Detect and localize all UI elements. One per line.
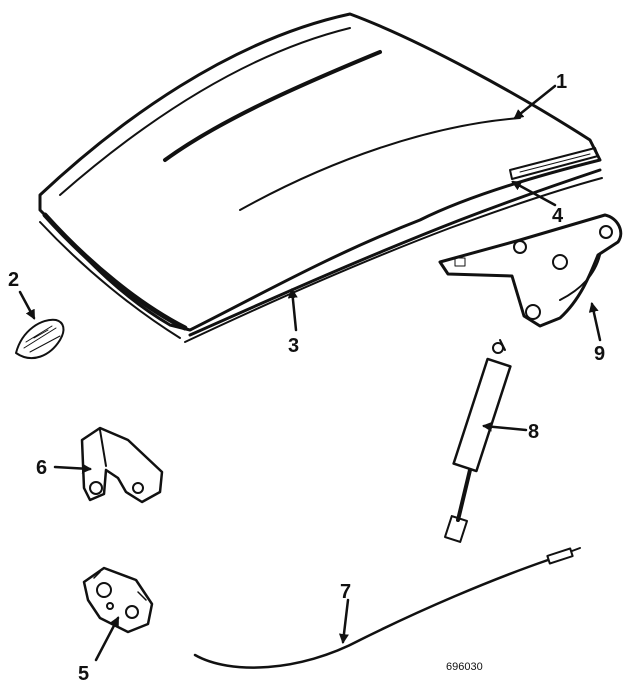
hood-latch-bracket <box>80 426 164 504</box>
hood-seal <box>509 147 599 180</box>
drawing-number: 696030 <box>446 661 483 673</box>
callout-6: 6 <box>36 457 47 479</box>
callout-1: 1 <box>556 71 567 93</box>
callout-4: 4 <box>552 205 564 227</box>
callout-3: 3 <box>288 335 299 357</box>
leader-arrow-7 <box>338 598 350 644</box>
callout-8: 8 <box>528 421 539 443</box>
leader-arrow-1 <box>513 84 557 120</box>
callout-2: 2 <box>8 269 19 291</box>
leader-arrow-5 <box>94 616 120 662</box>
leader-arrow-2 <box>18 290 36 320</box>
leader-arrow-3 <box>287 288 298 332</box>
callout-labels: 1 2 3 4 5 6 7 8 9 <box>8 71 605 685</box>
callout-7: 7 <box>340 581 351 603</box>
leader-arrow-8 <box>482 421 528 432</box>
leader-arrow-4 <box>511 180 557 207</box>
hood-release-cable <box>193 547 581 669</box>
leader-arrows <box>18 84 602 662</box>
hood-panel <box>38 12 603 343</box>
callout-9: 9 <box>594 343 605 365</box>
leader-arrow-6 <box>53 463 92 474</box>
hood-emblem <box>15 318 65 359</box>
hood-hinge <box>438 213 623 328</box>
hood-support-strut <box>443 339 512 543</box>
callout-5: 5 <box>78 663 89 685</box>
leader-arrow-9 <box>588 302 602 342</box>
hood-latch <box>82 566 154 634</box>
